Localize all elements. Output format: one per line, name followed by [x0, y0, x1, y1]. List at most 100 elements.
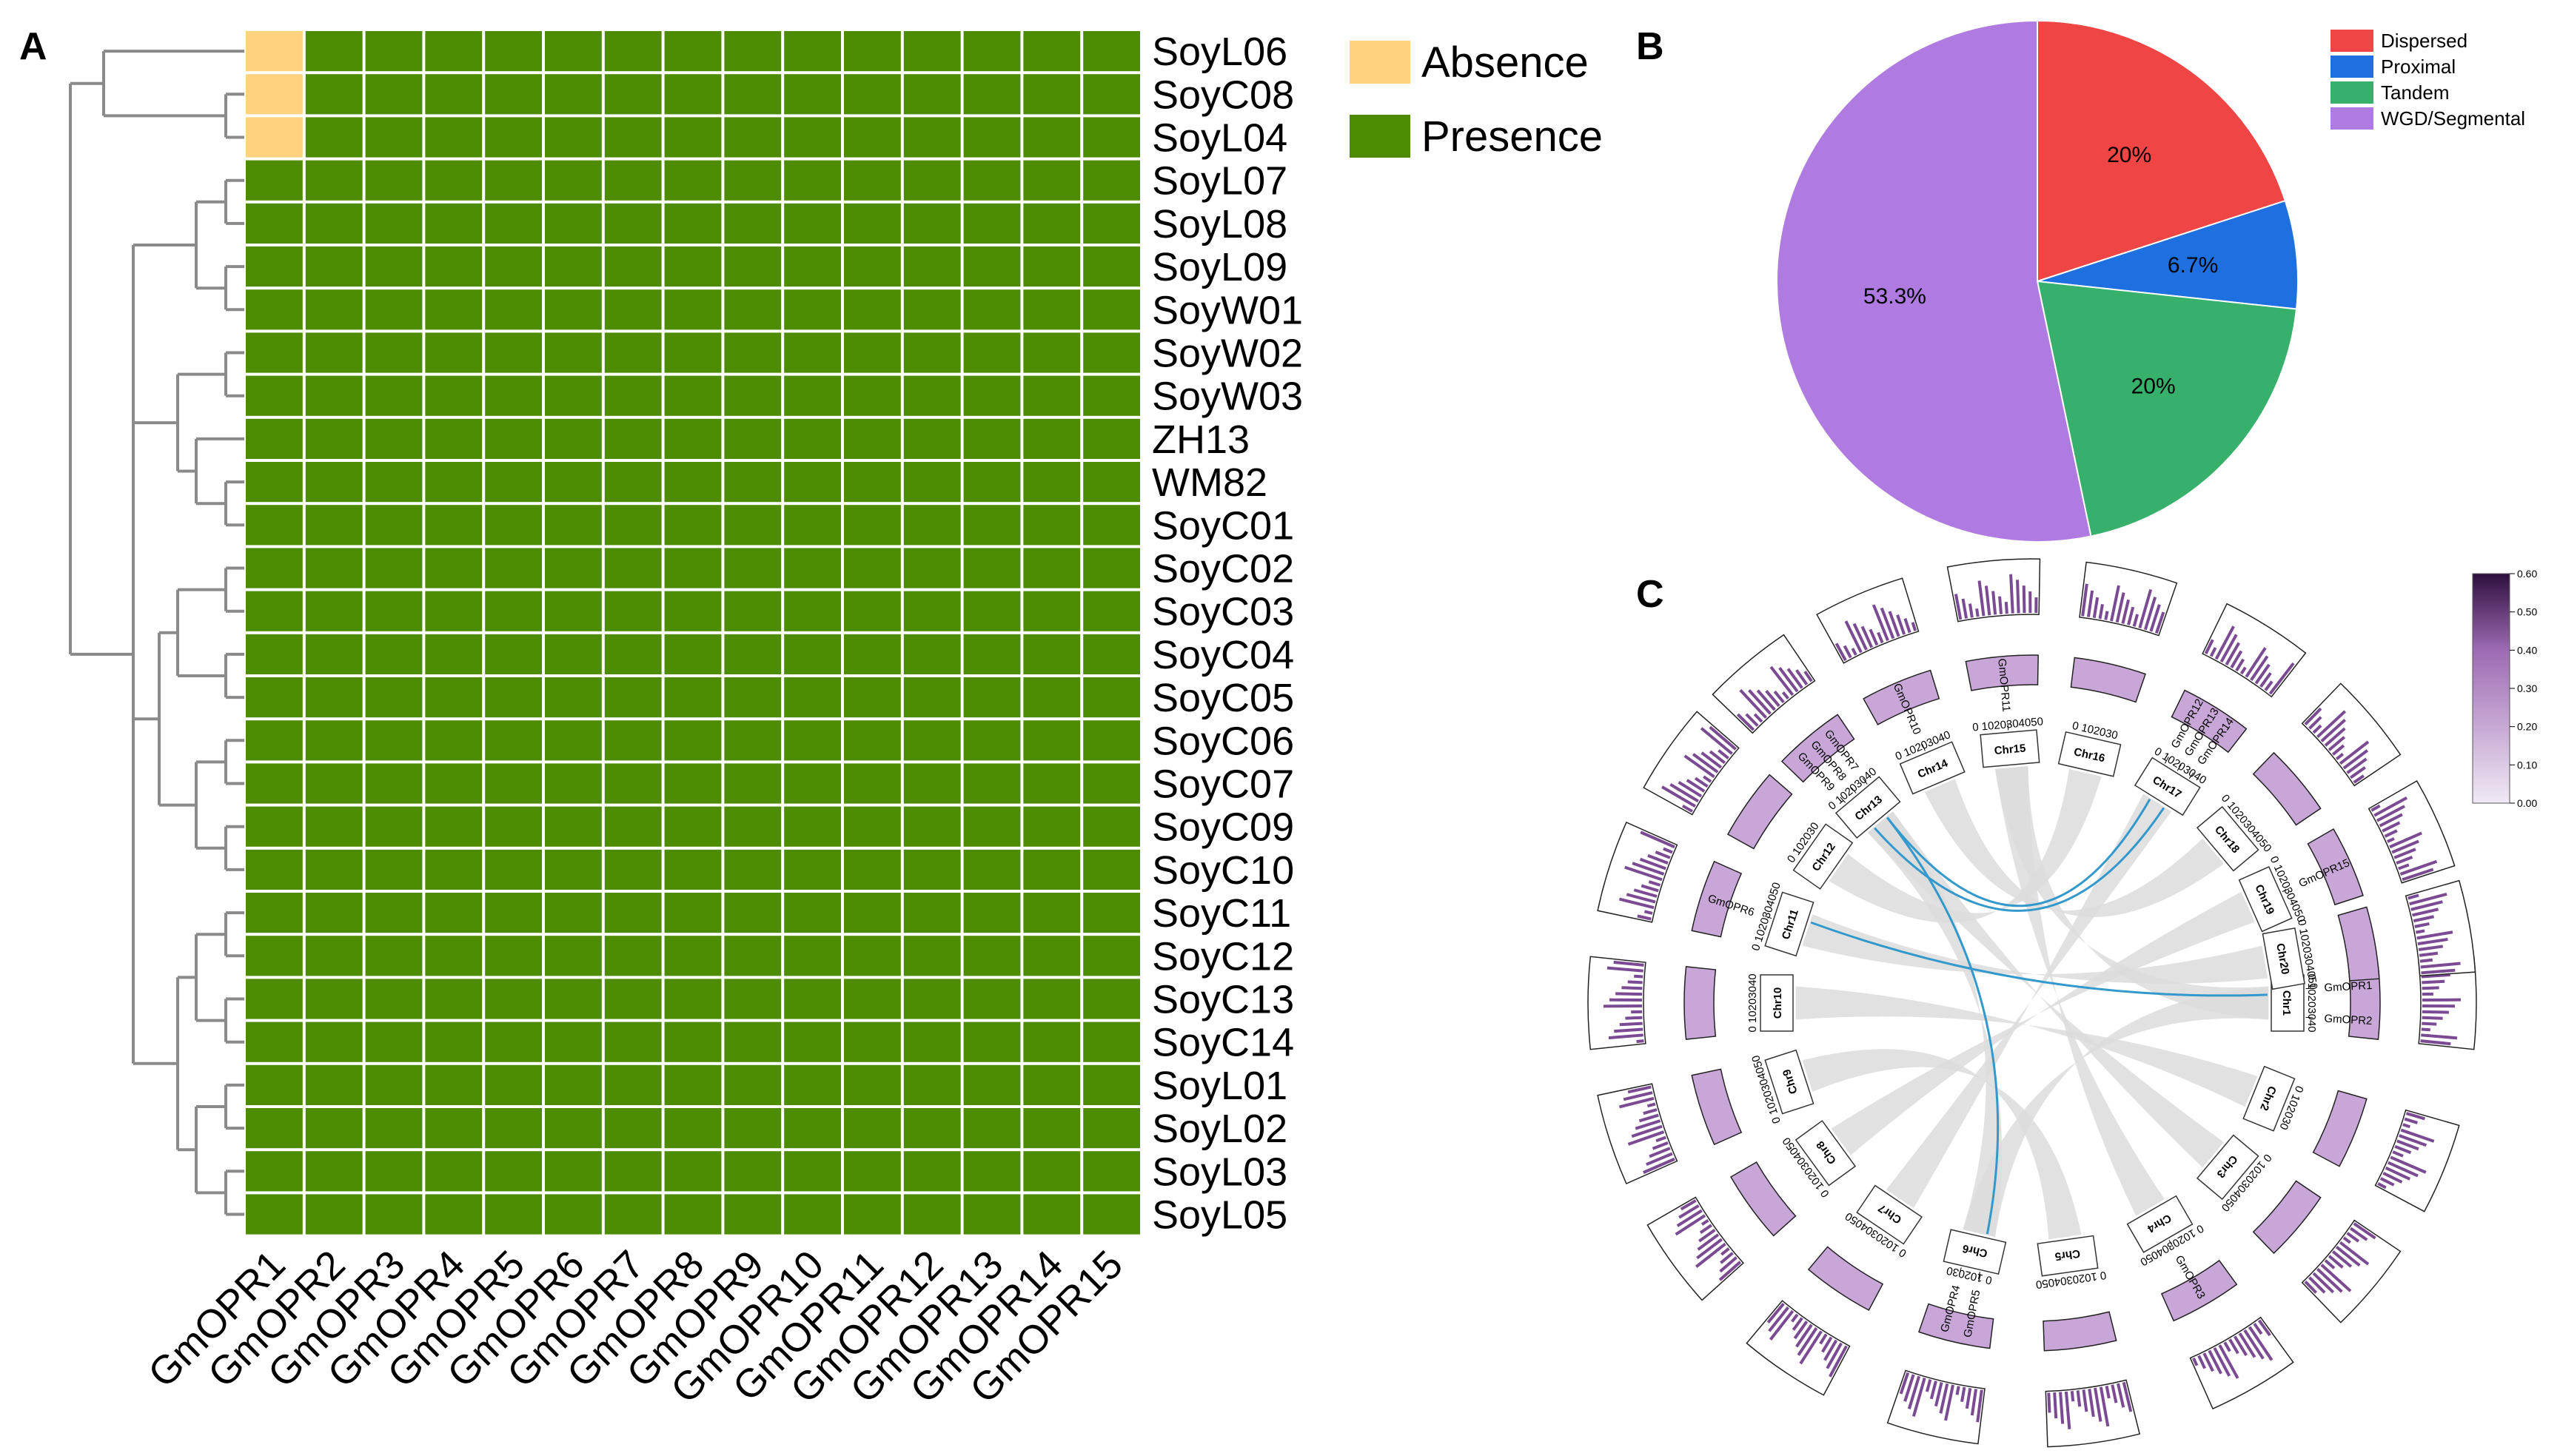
density-bar — [1748, 689, 1772, 715]
heatmap-cell-present — [604, 332, 662, 373]
row-label: SoyC01 — [1152, 503, 1294, 548]
density-bar — [1613, 960, 1644, 967]
density-bar — [1955, 1386, 1960, 1395]
density-heat-segment — [2252, 1180, 2322, 1255]
density-heat-segment — [2043, 1311, 2117, 1352]
density-bar — [1929, 1380, 1937, 1400]
heatmap-cell-present — [365, 1194, 423, 1235]
heatmap-cell-present — [305, 203, 363, 244]
heatmap-cell-present — [784, 418, 841, 459]
density-bar — [1799, 1330, 1823, 1365]
density-bar — [2316, 710, 2347, 739]
heatmap-cell-present — [963, 203, 1021, 244]
density-bar — [2419, 951, 2439, 957]
heatmap-cell-present — [1083, 720, 1140, 761]
chromosome-label: Chr15 — [1994, 742, 2026, 757]
heatmap-cell-present — [246, 246, 303, 287]
heatmap-cell-present — [784, 1021, 841, 1062]
density-bar — [1939, 1383, 1949, 1414]
density-bar — [1903, 1374, 1915, 1402]
density-bar — [2111, 1384, 2118, 1403]
density-bar — [2219, 634, 2238, 663]
density-bar — [1907, 1375, 1921, 1409]
heatmap-cell-present — [724, 893, 782, 933]
density-bar — [2138, 588, 2153, 628]
density-bar — [2115, 592, 2125, 623]
heatmap-cell-present — [246, 1194, 303, 1235]
heatmap-cell-present — [903, 289, 961, 330]
heatmap-cell-present — [664, 289, 722, 330]
heatmap-cell-present — [425, 936, 483, 976]
density-bar — [1641, 884, 1659, 893]
density-bar — [1655, 1135, 1666, 1143]
heatmap-cell-present — [963, 117, 1021, 158]
density-bar — [1872, 604, 1889, 642]
pie-value-label: 20% — [2131, 375, 2176, 399]
heatmap-cell-present — [1083, 246, 1140, 287]
heatmap-cell-present — [844, 289, 901, 330]
gene-tick — [2188, 772, 2194, 779]
heatmap-cell-present — [724, 849, 782, 890]
gene-tick — [2282, 888, 2290, 892]
density-bar — [2400, 1128, 2435, 1143]
chromosome-rect — [2057, 731, 2122, 777]
heatmap-cell-present — [1023, 1064, 1081, 1105]
heatmap-cell-present — [664, 74, 722, 115]
density-heat-segment — [1965, 654, 2039, 691]
heatmap-cell-present — [365, 548, 423, 588]
heatmap-cell-present — [1083, 1194, 1140, 1235]
heatmap-cell-present — [425, 1194, 483, 1235]
heatmap-cell-present — [724, 1064, 782, 1105]
row-label: SoyW01 — [1152, 288, 1303, 332]
heatmap-cell-present — [963, 74, 1021, 115]
heatmap-cell-present — [545, 936, 602, 976]
heatmap-cell-present — [365, 720, 423, 761]
heatmap-cell-present — [425, 849, 483, 890]
heatmap-cell-present — [1083, 462, 1140, 503]
density-bar — [1618, 897, 1655, 910]
heatmap-cell-present — [1023, 246, 1081, 287]
density-bar — [2245, 647, 2267, 678]
density-bar — [1984, 586, 1991, 616]
density-bar — [1819, 1333, 1828, 1345]
heatmap-cell-present — [485, 462, 542, 503]
heatmap-cell-present — [844, 979, 901, 1019]
density-bar — [2335, 752, 2345, 760]
heatmap-cell-present — [425, 505, 483, 546]
heatmap-cell-present — [844, 246, 901, 287]
heatmap-cell-present — [903, 849, 961, 890]
heatmap-cell-present — [664, 979, 722, 1019]
pie-legend-swatch — [2331, 107, 2373, 130]
density-bar — [1649, 1147, 1671, 1158]
heatmap-cell-present — [604, 203, 662, 244]
gene-tick — [2305, 987, 2313, 990]
heatmap-cell-present — [1023, 1194, 1081, 1235]
heatmap-cell-present — [545, 418, 602, 459]
heatmap-cell-present — [844, 203, 901, 244]
heatmap-cell-present — [425, 203, 483, 244]
density-bar — [1626, 893, 1656, 904]
heatmap-cell-present — [604, 806, 662, 847]
heatmap-cell-present — [485, 117, 542, 158]
heatmap-cell-present — [844, 375, 901, 416]
heatmap-cell-present — [365, 289, 423, 330]
heatmap-cell-absent — [246, 74, 303, 115]
density-heat-segment — [1729, 1161, 1797, 1237]
heatmap-cell-present — [1083, 289, 1140, 330]
gene-label: GmOPR2 — [2324, 1013, 2373, 1027]
density-bar — [1661, 785, 1696, 808]
density-bar — [1697, 1233, 1720, 1251]
row-label: SoyC11 — [1152, 891, 1291, 936]
heatmap-cell-present — [664, 332, 722, 373]
heatmap-cell-present — [664, 763, 722, 804]
density-bar — [2254, 663, 2271, 685]
heatmap-cell-present — [664, 893, 722, 933]
heatmap-cell-present — [664, 505, 722, 546]
heatmap-cell-present — [1083, 677, 1140, 718]
heatmap-cell-present — [784, 1064, 841, 1105]
density-bar — [1736, 713, 1755, 731]
heatmap-cell-present — [963, 1194, 1021, 1235]
density-bar — [1639, 857, 1666, 870]
panel-a-heatmap: A SoyL06SoyC08SoyL04SoyL07SoyL08SoyL09So… — [19, 25, 1603, 1412]
